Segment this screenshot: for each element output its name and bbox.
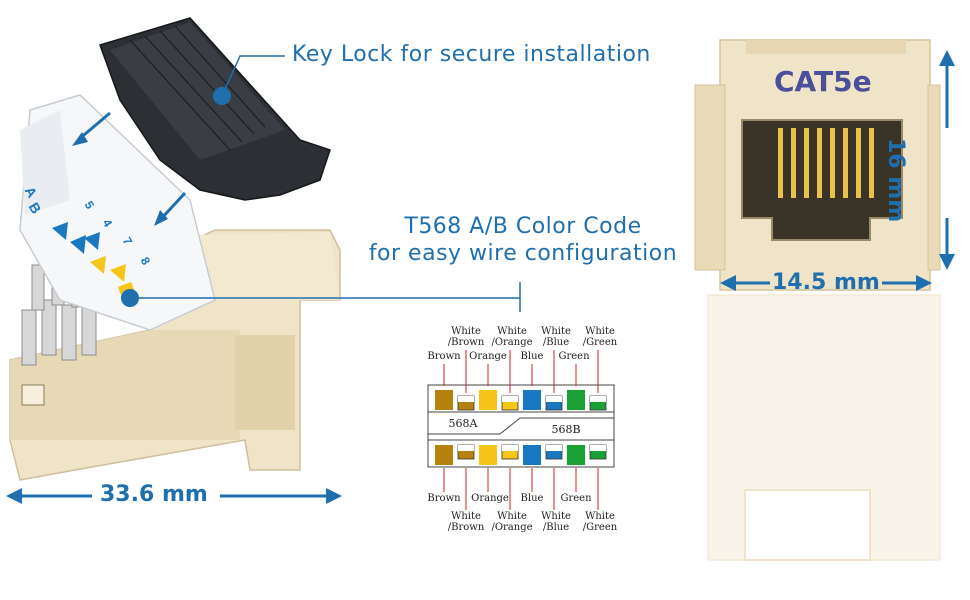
- cat5e-label: CAT5e: [774, 65, 872, 98]
- wire-label-white-brown-top: White /Brown: [447, 326, 485, 348]
- key-lock-callout: Key Lock for secure installation: [292, 42, 651, 67]
- wire-label-white-green-top: White /Green: [582, 326, 618, 348]
- wire-label-blue-top: Blue: [520, 351, 544, 362]
- wire-label-orange-top: Orange: [469, 351, 507, 362]
- wire-label-white-orange-bottom: White /Orange: [491, 511, 533, 533]
- wire-label-brown-top: Brown: [427, 351, 461, 362]
- wire-label-green-top: Green: [558, 351, 590, 362]
- wire-label-white-brown-bottom: White /Brown: [447, 511, 485, 533]
- wire-label-brown-bottom: Brown: [427, 493, 461, 504]
- color-code-callout-line1: T568 A/B Color Code: [404, 214, 642, 239]
- color-code-callout-line2: for easy wire configuration: [368, 241, 678, 266]
- wire-label-white-blue-bottom: White /Blue: [541, 511, 571, 533]
- label-568b: 568B: [551, 423, 581, 436]
- length-dimension: 33.6 mm: [100, 482, 208, 507]
- height-dimension: 16 mm: [883, 138, 908, 223]
- wire-label-white-green-bottom: White /Green: [582, 511, 618, 533]
- label-568a: 568A: [448, 417, 478, 430]
- wire-label-white-blue-top: White /Blue: [541, 326, 571, 348]
- wire-label-blue-bottom: Blue: [520, 493, 544, 504]
- keystone-jack-side-view: [6, 17, 521, 504]
- wiring-diagram: [427, 350, 615, 510]
- width-dimension: 14.5 mm: [772, 270, 880, 295]
- keystone-jack-front-view: [694, 39, 955, 561]
- wire-label-white-orange-top: White /Orange: [491, 326, 533, 348]
- wire-label-green-bottom: Green: [560, 493, 592, 504]
- wire-label-orange-bottom: Orange: [471, 493, 509, 504]
